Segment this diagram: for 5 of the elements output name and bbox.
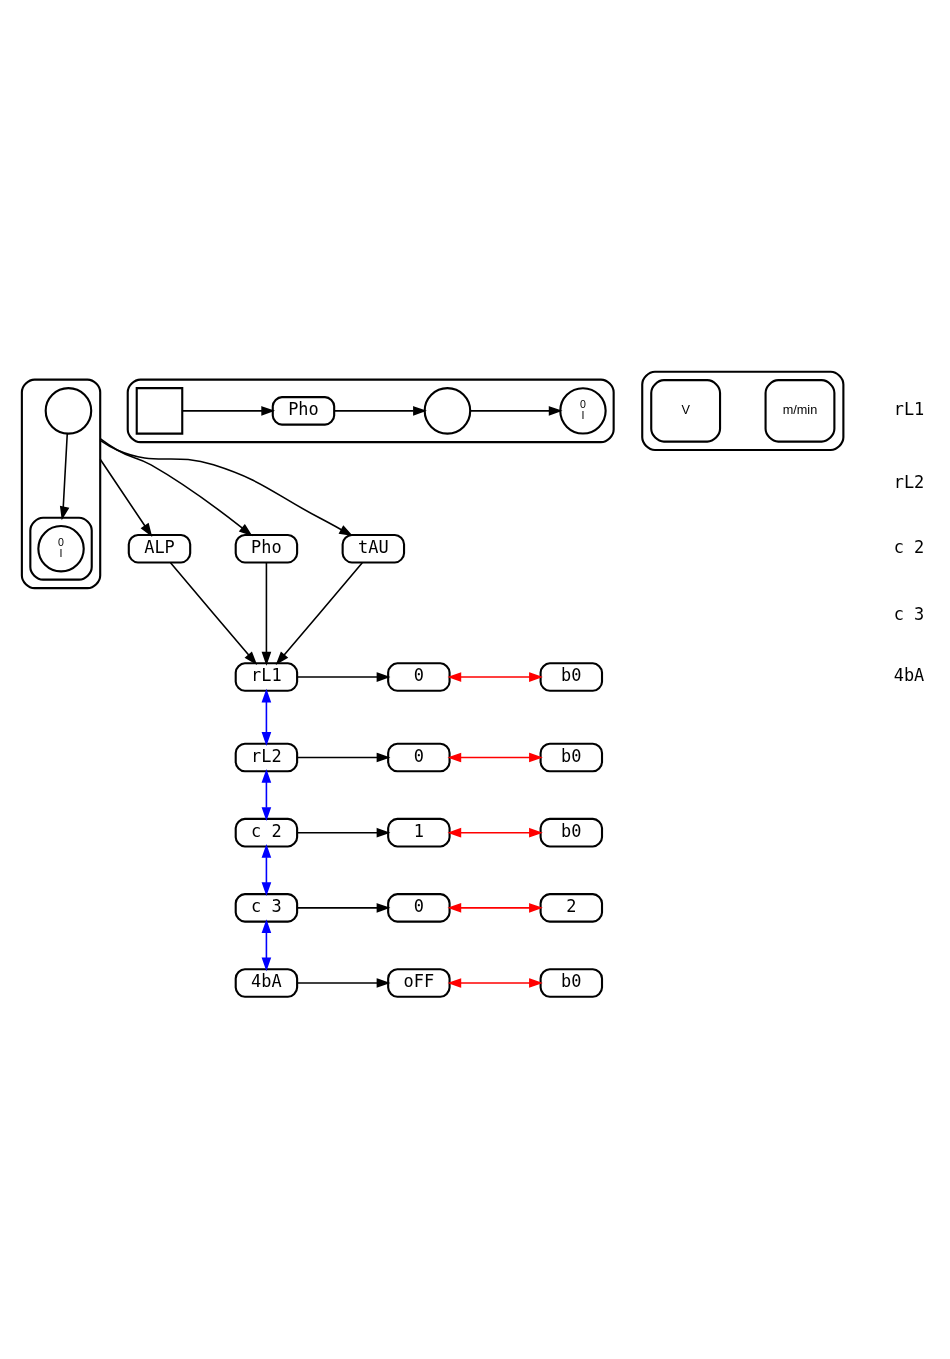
label: c 3 — [893, 603, 924, 624]
label: rL2 — [893, 471, 924, 492]
label: c 2 — [893, 536, 924, 557]
label: rL1 — [893, 398, 924, 419]
label: 4bA — [893, 664, 924, 685]
